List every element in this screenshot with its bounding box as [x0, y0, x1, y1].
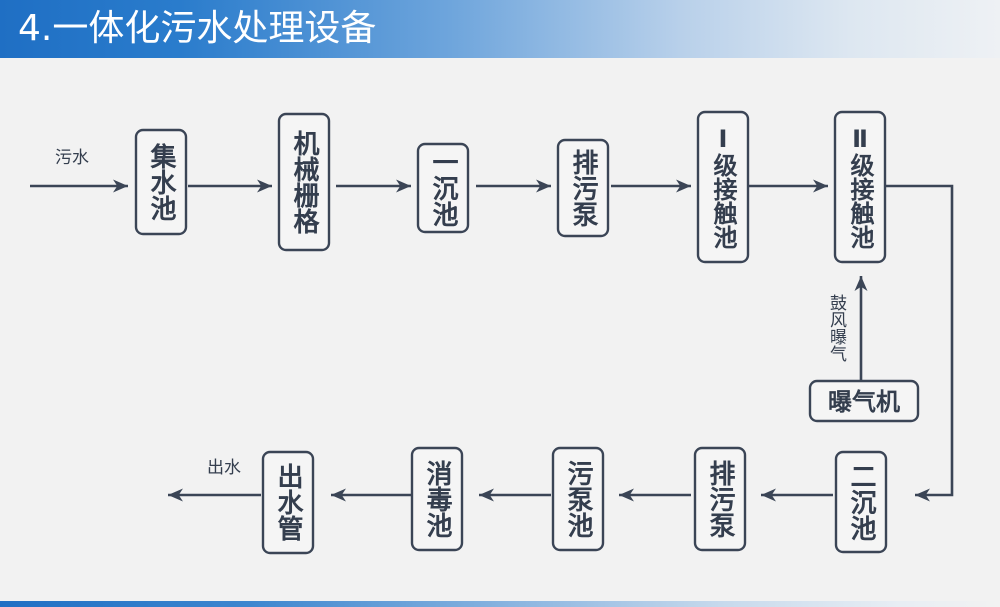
process-flow-diagram: 污水 集水池 机械栅格 一沉池 排污泵 Ⅰ级接触池 Ⅱ级接触池: [30, 110, 954, 555]
node-contact-tank-2[interactable]: Ⅱ级接触池: [833, 110, 887, 264]
header-bar: 4.一体化污水处理设备: [0, 0, 1000, 58]
node-mechanical-grate[interactable]: 机械栅格: [277, 112, 331, 252]
node-label: 曝气机: [828, 388, 900, 416]
node-aerator[interactable]: 曝气机: [808, 379, 920, 423]
node-box: [261, 450, 315, 555]
node-label: 集水池: [146, 142, 177, 221]
node-collection-tank[interactable]: 集水池: [134, 128, 188, 236]
node-disinfection-tank[interactable]: 消毒池: [410, 446, 464, 552]
node-primary-settler[interactable]: 一沉池: [416, 142, 470, 234]
node-label: 排污泵: [705, 460, 735, 538]
node-label: 出水管: [273, 463, 303, 541]
node-sewage-pump-top[interactable]: 排污泵: [556, 138, 610, 238]
page-title: 4.一体化污水处理设备: [18, 8, 377, 49]
node-outlet-pipe[interactable]: 出水管: [261, 450, 315, 555]
node-label: 机械栅格: [289, 130, 319, 234]
node-box: [416, 142, 470, 234]
node-box: [693, 446, 747, 552]
node-label: 排污泵: [568, 149, 598, 227]
node-label: 一沉池: [428, 149, 458, 227]
node-label: 二沉池: [846, 463, 876, 541]
node-box: [277, 112, 331, 252]
node-label: Ⅰ级接触池: [709, 125, 737, 249]
node-secondary-settler[interactable]: 二沉池: [834, 450, 888, 554]
node-box: [808, 379, 920, 423]
footer-accent-bar: [0, 601, 1000, 607]
node-sewage-pump-bottom[interactable]: 排污泵: [693, 446, 747, 552]
inlet-label: 污水: [55, 148, 89, 168]
node-label: 消毒池: [422, 460, 452, 538]
node-box: [410, 446, 464, 552]
node-box: [551, 446, 605, 552]
aeration-label: 鼓风曝气: [826, 294, 847, 362]
recycle-connector: [885, 184, 954, 502]
node-box: [834, 450, 888, 554]
node-label: Ⅱ级接触池: [846, 125, 874, 249]
node-box: [556, 138, 610, 238]
node-box: [696, 110, 750, 264]
outlet-label: 出水: [207, 458, 241, 478]
node-sludge-pump-tank[interactable]: 污泵池: [551, 446, 605, 552]
node-box: [134, 128, 188, 236]
node-contact-tank-1[interactable]: Ⅰ级接触池: [696, 110, 750, 264]
node-label: 污泵池: [563, 460, 593, 538]
